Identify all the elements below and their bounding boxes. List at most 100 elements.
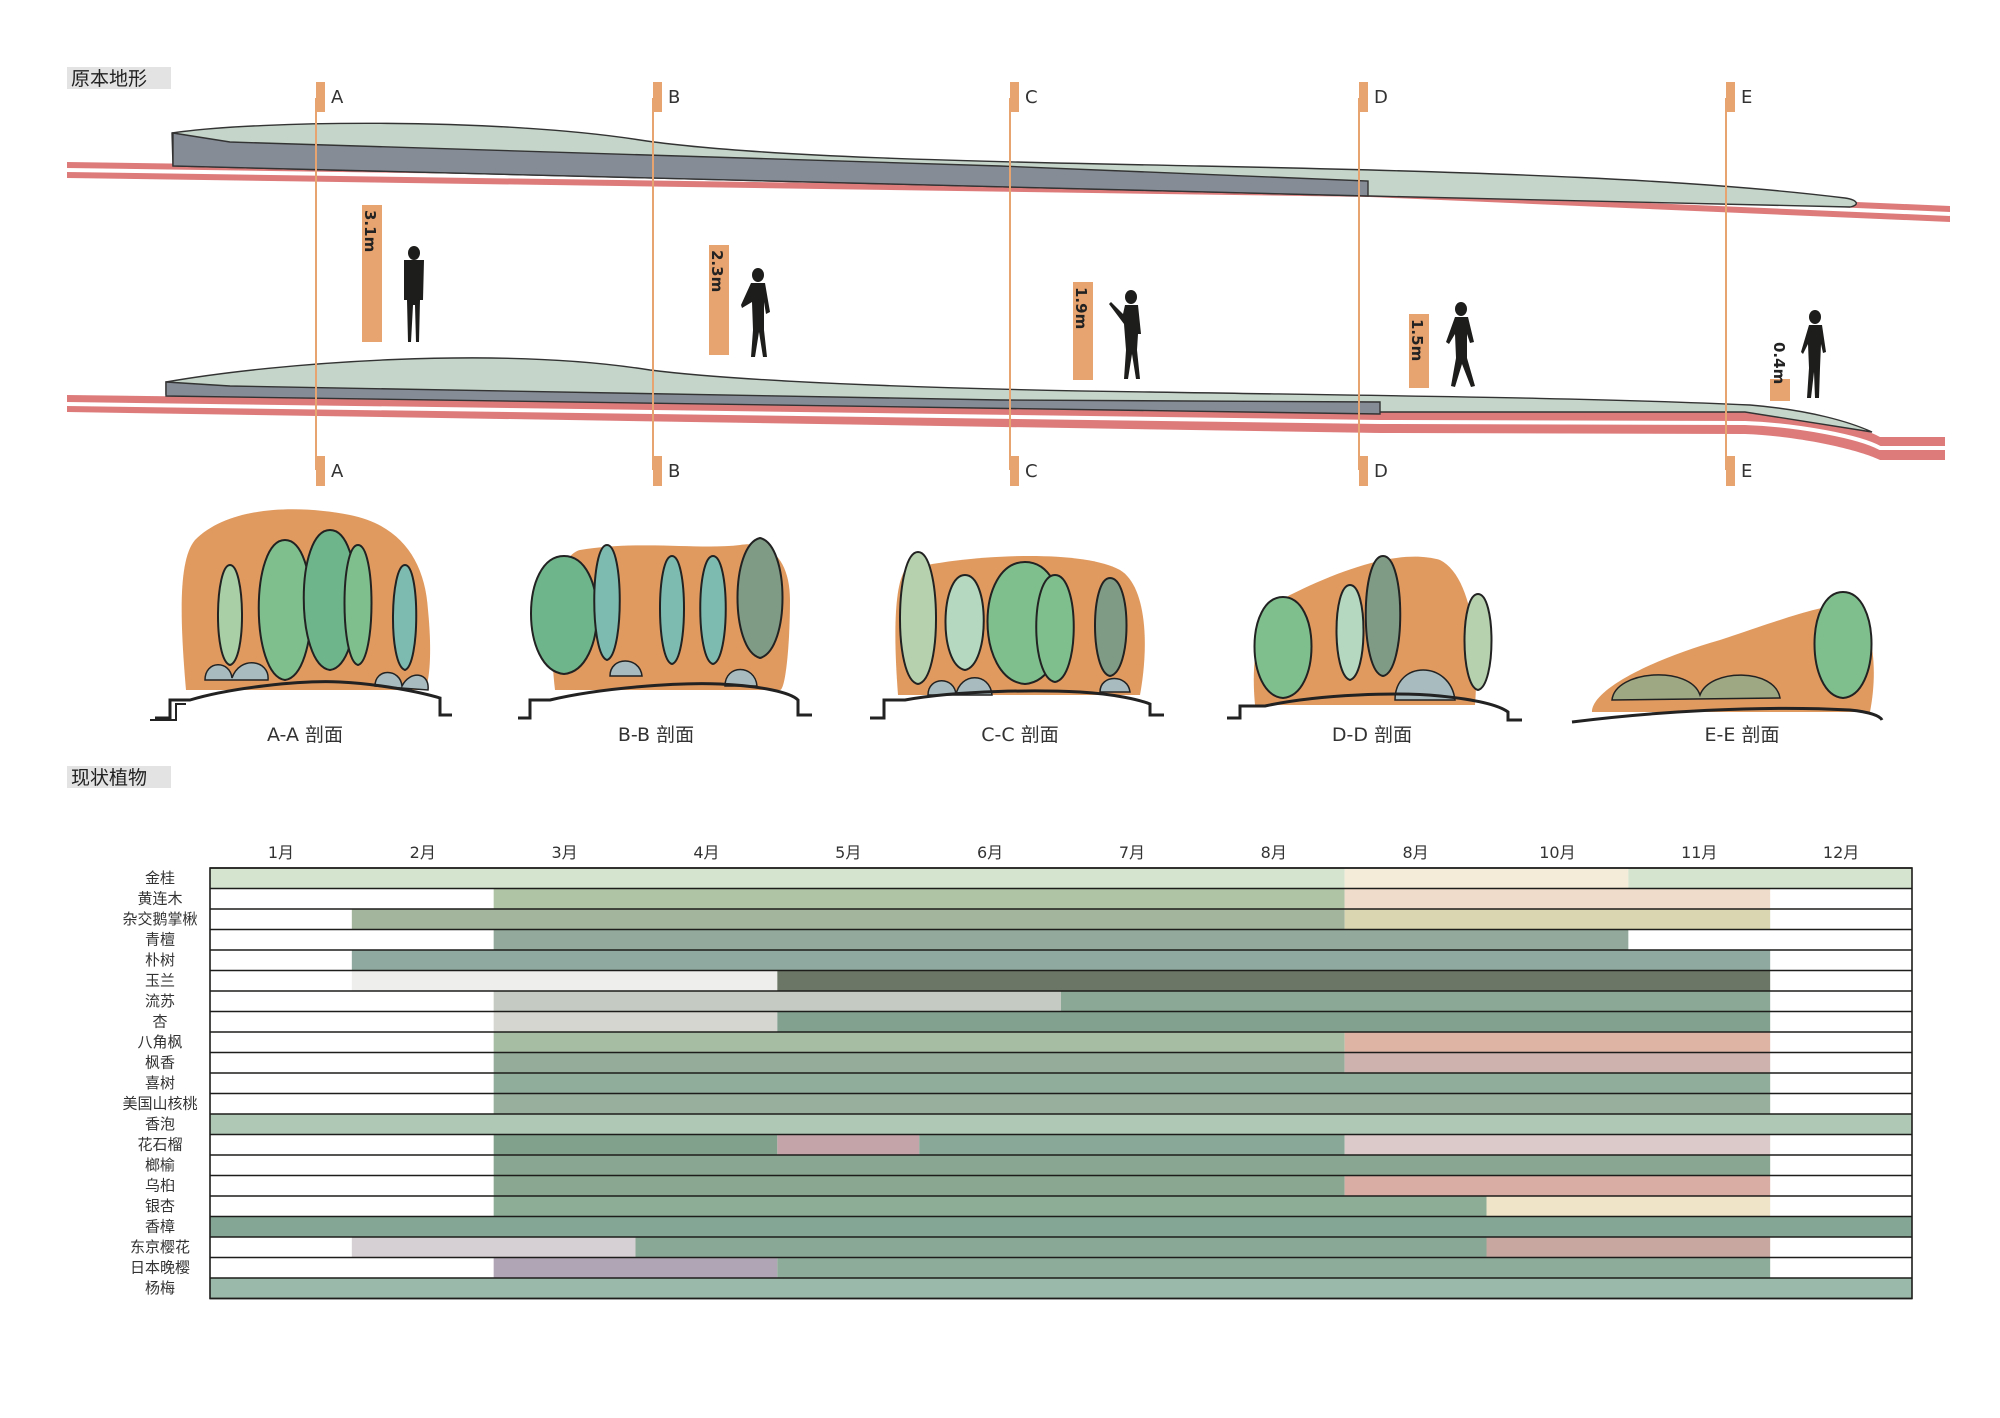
phenology-segment [351,970,778,991]
section-b-bottom-label: B [668,461,680,482]
plant-label: 日本晚樱 [130,1259,190,1277]
plant-label: 花石榴 [137,1136,182,1154]
height-bar-d [1409,314,1429,388]
section-e-bottom-tick [1726,456,1735,486]
section-a-bottom-tick [316,456,325,486]
phenology-segment [635,1237,1487,1258]
month-label: 7月 [1119,843,1145,862]
tree-bb-1 [530,554,598,676]
plant-label: 黄连木 [137,890,182,908]
plant-label: 玉兰 [145,972,175,990]
section-illustration-bb: B-B 剖面 [518,536,812,746]
phenology-segment [1061,991,1771,1012]
month-label: 10月 [1539,843,1575,862]
tree-cc-4 [1035,573,1075,684]
phenology-segment [1486,1237,1771,1258]
plant-label: 东京樱花 [130,1238,190,1256]
section-a-top-label: A [331,87,344,108]
section-caption-bb: B-B 剖面 [618,724,694,746]
bottom-road-stripe [66,402,1945,450]
plants-header-bg [67,766,171,788]
section-c-top-tick [1010,82,1019,112]
plant-label: 乌桕 [145,1177,175,1195]
terrain-header-label: 原本地形 [71,68,147,90]
phenology-segment [210,1278,1912,1299]
section-caption-aa: A-A 剖面 [267,724,343,746]
section-d-bottom-tick [1359,456,1368,486]
bottom-platform [165,381,1381,415]
month-label: 3月 [551,843,577,862]
person-figure-b [741,268,770,357]
person-figure-d [1446,302,1475,387]
phenology-segment [1344,1134,1771,1155]
section-a-bottom-label: A [331,461,344,482]
height-label-d: 1.5m [1408,319,1426,361]
phenology-segment [351,909,1345,930]
tree-dd-4 [1463,592,1493,692]
section-lines: A B C D E A B C D E [315,82,1752,486]
tree-bb-5 [736,536,784,660]
phenology-segment [493,888,1345,909]
plant-label: 流苏 [145,992,175,1010]
plant-label: 银杏 [145,1197,175,1215]
section-d-top-tick [1359,82,1368,112]
phenology-segment [777,1011,1771,1032]
phenology-segment [210,868,1345,889]
terrain-header: 原本地形 [67,67,171,90]
ground-cc [870,689,1164,720]
tree-aa-1 [217,563,243,667]
top-mound [171,122,1857,208]
section-caption-dd: D-D 剖面 [1332,724,1412,746]
plant-label: 枫香 [145,1054,175,1072]
height-label-e: 0.4m [1770,342,1788,384]
section-illustration-aa: A-A 剖面 [150,509,452,746]
height-label-b: 2.3m [708,250,726,292]
phenology-segment [351,1237,636,1258]
phenology-segment [493,1155,1771,1176]
height-bar-b [709,245,729,355]
plant-label: 榔榆 [145,1156,175,1174]
month-label: 4月 [693,843,719,862]
phenology-segment [777,970,1771,991]
phenology-segment [493,1073,1771,1094]
section-caption-ee: E-E 剖面 [1705,724,1780,746]
height-label-a: 3.1m [361,210,379,252]
section-illustration-dd: D-D 剖面 [1227,554,1522,746]
top-terrain-profile [66,122,1951,222]
height-label-c: 1.9m [1072,287,1090,329]
phenology-segment [1344,1032,1771,1053]
terrain-header-bg [67,67,171,89]
tree-bb-4 [699,554,727,666]
phenology-segment [493,1093,1771,1114]
phenology-segment [1344,888,1771,909]
phenology-segment [919,1134,1345,1155]
phenology-segment [493,1257,778,1278]
bottom-mound [165,357,1873,433]
month-label: 11月 [1681,843,1717,862]
phenology-segment [493,929,1629,950]
shrubs-aa [204,662,429,691]
tree-cc-2 [944,573,985,672]
plant-label: 美国山核桃 [122,1095,197,1113]
person-figure-a [404,246,424,342]
plant-label: 香樟 [145,1218,175,1236]
plant-label: 喜树 [145,1074,175,1092]
plant-label: 香泡 [145,1115,175,1133]
section-d-top-label: D [1374,87,1388,108]
tree-bb-3 [659,554,685,666]
height-bar-a [362,205,382,342]
month-label: 12月 [1823,843,1859,862]
phenology-segment [493,1175,1345,1196]
tree-aa-4 [343,543,373,667]
month-label: 8月 [1402,843,1428,862]
height-bar-e [1770,379,1790,401]
tree-dd-1 [1253,595,1313,700]
section-c-bottom-label: C [1025,461,1038,482]
plant-label: 八角枫 [137,1033,182,1051]
tree-dd-2 [1335,583,1365,682]
month-label: 8月 [1261,843,1287,862]
tree-cc-1 [899,550,937,686]
tree-dd-3 [1364,554,1402,678]
